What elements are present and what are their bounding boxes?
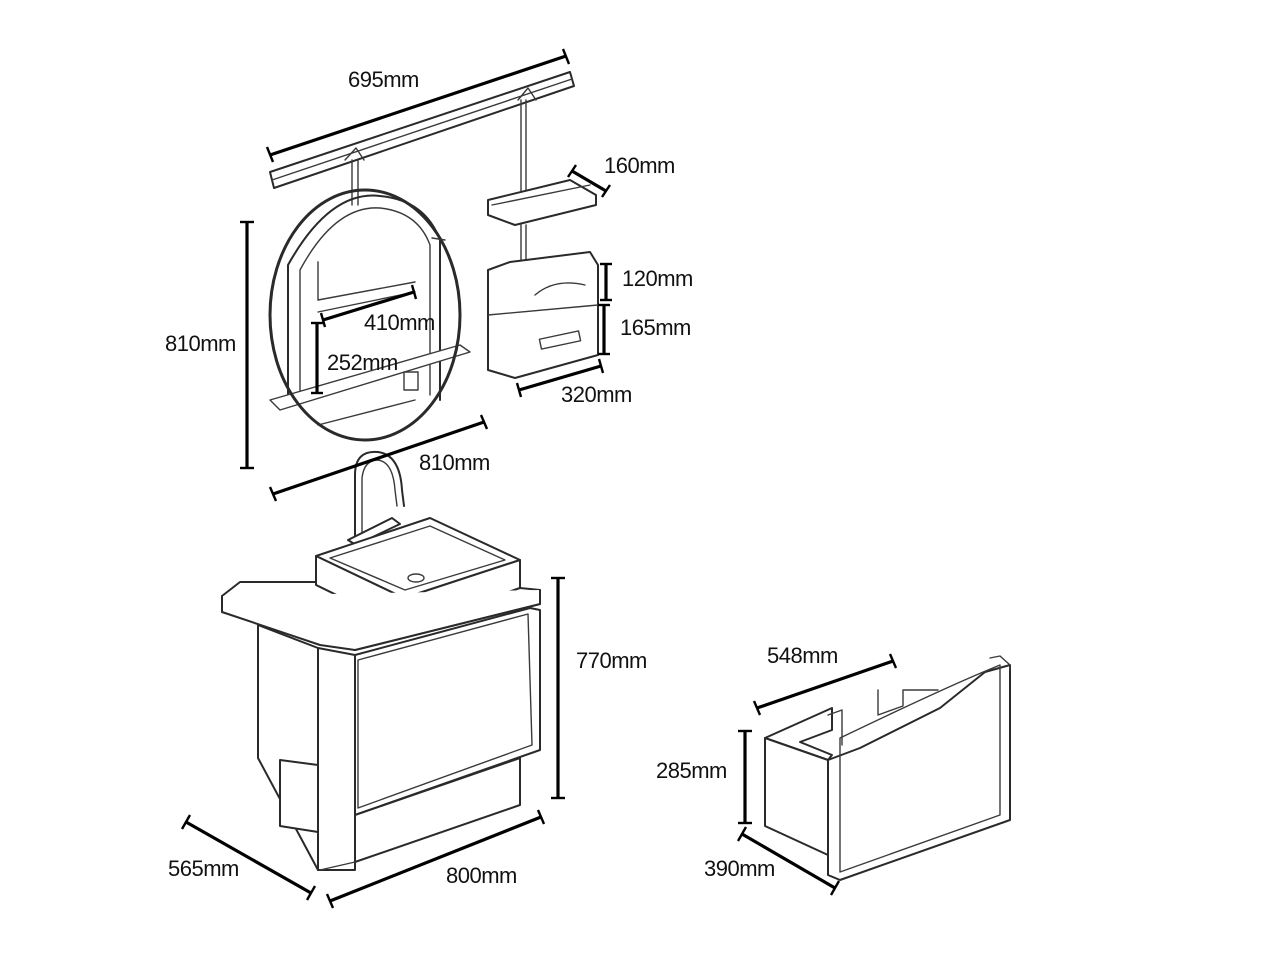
wall-rail — [269, 71, 575, 189]
label-mirror-height: 810mm — [165, 331, 236, 356]
dimension-labels: 695mm 160mm 120mm 165mm 320mm 810mm 810m… — [165, 67, 838, 888]
dim-line-cabinet-depth — [185, 820, 312, 895]
dimension-lines — [180, 48, 898, 909]
vanity-cabinet — [221, 581, 541, 871]
label-shelf-depth: 160mm — [604, 153, 675, 178]
round-mirror-cabinet — [268, 159, 471, 442]
label-drawer-width: 548mm — [767, 643, 838, 668]
dim-line-drawer-width — [756, 659, 894, 710]
label-drawer-depth: 390mm — [704, 856, 775, 881]
label-drawer-height: 285mm — [656, 758, 727, 783]
dim-line-drawer-depth — [741, 832, 836, 890]
label-cabinet-depth: 565mm — [168, 856, 239, 881]
label-rail-length: 695mm — [348, 67, 419, 92]
dim-line-shelf — [571, 169, 607, 193]
hanging-storage — [487, 99, 599, 379]
dim-line-box-width — [518, 364, 602, 392]
drawer-unit — [764, 655, 1011, 881]
dim-line-cabinet-width — [329, 815, 542, 903]
label-cabinet-width: 800mm — [446, 863, 517, 888]
label-box-width: 320mm — [561, 382, 632, 407]
dim-line-mirror-width — [272, 420, 485, 496]
label-cabinet-height: 770mm — [576, 648, 647, 673]
label-niche-height: 252mm — [327, 350, 398, 375]
label-box-bottom-height: 165mm — [620, 315, 691, 340]
dim-line-rail — [269, 54, 567, 157]
label-box-top-height: 120mm — [622, 266, 693, 291]
label-mirror-width: 810mm — [419, 450, 490, 475]
dim-line-niche-width — [322, 290, 415, 322]
label-niche-width: 410mm — [364, 310, 435, 335]
